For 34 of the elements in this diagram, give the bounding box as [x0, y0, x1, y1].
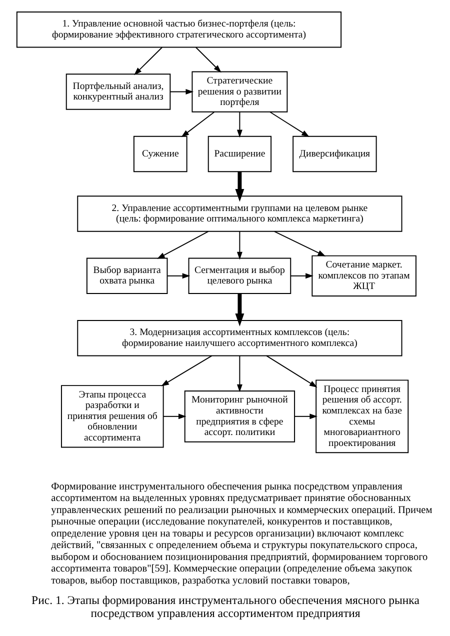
node-box: Мониторинг рыночной активности предприятия в сфере ассорт. политики — [184, 390, 295, 442]
node-box: Сочетание маркет. комплексов по этапам ЖЦТ — [311, 255, 416, 296]
node-box: Этапы процесса разработки и принятия решения об обновлении ассортимента — [60, 385, 164, 448]
node-box: 1. Управление основной частью бизнес-портфеля (цель: формирование эффективного стратегического ассортимента) — [16, 12, 342, 48]
node-box: Процесс принятия решения об ассорт. комплексах на базе схемы многовариантного проектирования — [315, 380, 408, 454]
arrow — [269, 112, 309, 137]
arrow — [156, 230, 208, 259]
node-box: Сегментация и выбор целевого рынка — [188, 258, 291, 294]
arrow — [234, 294, 244, 326]
node-box: Диверсификация — [292, 136, 376, 172]
arrow — [162, 414, 186, 420]
node-box: Выбор варианта охвата рынка — [86, 258, 168, 294]
node-box: Расширение — [207, 136, 272, 172]
caption: Рис. 1. Этапы формирования инструментального обеспечения мясного рынка посредством управления ассортиментом предприятия — [31, 594, 419, 620]
node-box: Сужение — [132, 136, 187, 172]
node-box: Портфельный анализ, конкурентный анализ — [65, 74, 170, 110]
node-box: Стратегические решения о развитии портфеля — [191, 71, 288, 112]
arrow — [134, 46, 162, 76]
arrow — [236, 230, 242, 260]
arrow — [294, 414, 318, 420]
arrow — [273, 230, 326, 256]
arrow — [236, 356, 242, 392]
node-box: 3. Модернизация ассортиментных комплексов (цель: формирование наилучшего ассортиментного комплекса) — [76, 320, 402, 356]
arrow — [169, 89, 194, 95]
arrow — [290, 273, 313, 279]
label: Формирование инструментального обеспечения рынка посредством управления ассортиментом на выделенных уровнях предусматривает принятие обоснованных управленческих решений по реализации рыночных и коммерческих операций. Причем рыночные операции (исследование покупателей, конкурентов и поставщиков, определение уровня цен на товары и ресурсов организации) включают комплекс действий, "связанных с определением объема и структуры покупательского спроса, выбором и обоснованием позиционирования предприятий, формированием торгового ассортимента товаров"[59]. Коммерческие операции (определение объема закупок товаров, выбор поставщиков, разработка условий поставки товаров, — [50, 481, 432, 586]
arrow — [180, 112, 214, 138]
arrow — [166, 273, 190, 279]
arrow — [234, 172, 244, 202]
arrow — [194, 46, 221, 73]
arrow — [236, 112, 242, 138]
node-box: 2. Управление ассортиментными группами на целевом рынке (цель: формирование оптимального комплекса маркетинга) — [76, 196, 402, 232]
arrow — [160, 355, 212, 386]
arrow — [266, 355, 317, 388]
